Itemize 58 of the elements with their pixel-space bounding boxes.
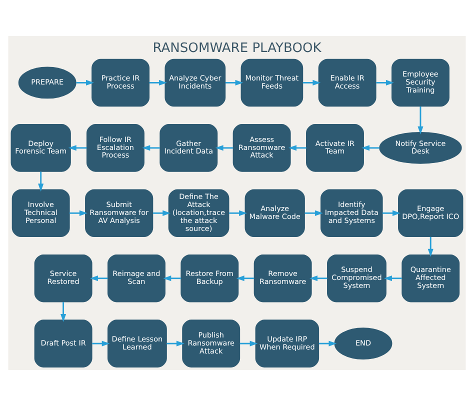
node-box: Activate IR Team: [306, 124, 364, 172]
arrow: [92, 340, 110, 346]
node-ellipse: PREPARE: [18, 66, 76, 98]
arrow: [90, 275, 108, 281]
arrow: [310, 275, 328, 281]
node-box: Monitor Threat Feeds: [240, 58, 304, 106]
node-box: Analyze Malware Code: [244, 188, 305, 237]
arrow: [153, 210, 171, 216]
arrow: [428, 236, 434, 256]
arrow: [142, 144, 160, 150]
node-box: Follow IR Escalation Process: [86, 124, 144, 172]
arrow: [166, 340, 184, 346]
arrow: [229, 210, 248, 216]
node-box: Employee Security Training: [392, 58, 450, 106]
arrow: [163, 275, 181, 281]
node-ellipse: END: [334, 327, 392, 359]
arrow: [304, 210, 323, 216]
diagram-title: RANSOMWARE PLAYBOOK: [152, 40, 322, 56]
node-ellipse: Notify Service Desk: [379, 132, 462, 164]
node-box: Service Restored: [34, 254, 92, 302]
arrow: [302, 79, 321, 86]
arrow: [38, 171, 44, 192]
node-box: Define The Attack (location,trace the attack source): [168, 188, 230, 237]
node-box: Analyze Cyber Incidents: [164, 58, 226, 106]
arrow: [418, 106, 424, 134]
node-box: Suspend Compromised System: [327, 254, 386, 302]
arrow: [382, 210, 400, 216]
node-box: Draft Post IR: [34, 319, 92, 367]
node-box: Deploy Forensic Team: [10, 124, 71, 172]
node-box: Remove Ransomware: [254, 254, 312, 302]
arrow: [68, 144, 87, 150]
arrow: [70, 210, 88, 216]
arrow: [149, 79, 167, 86]
node-box: Engage DPO,Report ICO: [398, 188, 464, 237]
node-box: Gather Incident Data: [160, 124, 218, 172]
node-box: Publish Ransomware Attack: [182, 319, 240, 367]
node-box: Enable IR Access: [318, 58, 376, 106]
node-box: Identify Impacted Data and Systems: [320, 188, 383, 237]
arrow: [362, 144, 380, 150]
node-box: Submit Ransomware for AV Analysis: [85, 188, 154, 237]
node-box: Assess Ransomware Attack: [232, 124, 291, 172]
arrow: [288, 144, 306, 150]
arrow: [376, 79, 394, 86]
arrow: [236, 275, 254, 281]
arrow: [215, 144, 234, 150]
arrow: [240, 340, 258, 346]
arrow: [225, 79, 244, 86]
node-box: Restore From Backup: [180, 254, 239, 302]
arrow: [384, 275, 402, 281]
node-box: Practice IR Process: [92, 58, 150, 106]
node-box: Define Lesson Learned: [108, 319, 167, 367]
node-box: Involve Technical Personal: [12, 188, 70, 237]
arrow: [76, 79, 94, 86]
node-box: Update IRP When Required: [255, 319, 320, 367]
node-box: Quarantine Affected System: [402, 254, 460, 302]
arrow: [318, 340, 337, 346]
arrow: [60, 302, 66, 322]
node-box: Reimage and Scan: [108, 254, 166, 302]
